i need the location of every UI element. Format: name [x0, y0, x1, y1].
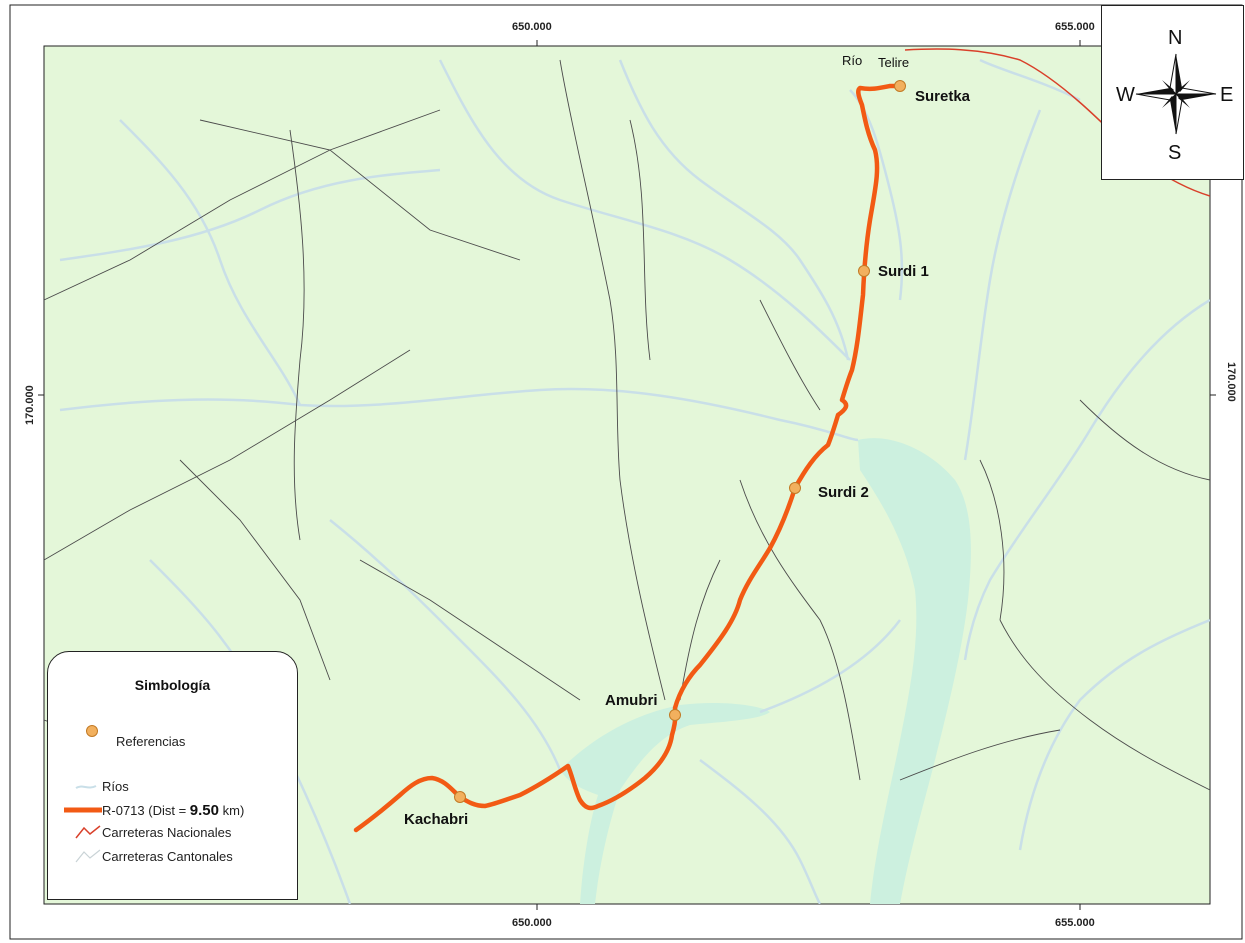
legend-panel: Simbología Referencias Ríos R-0713 (Dist…	[47, 651, 298, 900]
place-label-surdi-1: Surdi 1	[878, 263, 929, 280]
legend-title: Simbología	[134, 677, 211, 693]
river-line-icon	[62, 776, 102, 796]
legend-item-cantonales: Carreteras Cantonales	[62, 846, 233, 866]
reference-point-surdi-2[interactable]	[789, 482, 801, 494]
map-outer-border	[9, 4, 1243, 940]
compass-box: N S E W	[1101, 5, 1244, 180]
legend-item-referencias: Referencias	[62, 724, 185, 749]
route-line-icon	[62, 800, 102, 820]
compass-east: E	[1220, 84, 1233, 106]
river-area-east	[858, 438, 971, 904]
compass-south: S	[1168, 142, 1181, 164]
legend-route-suffix: km)	[219, 802, 245, 818]
place-label-amubri: Amubri	[605, 692, 658, 709]
grid-label-right-170: 170.000	[1225, 362, 1237, 402]
legend-item-nacionales: Carreteras Nacionales	[62, 822, 231, 842]
reference-point-amubri[interactable]	[669, 709, 681, 721]
legend-label-route: R-0713 (Dist = 9.50 km)	[102, 802, 244, 819]
grid-label-top-650: 650.000	[512, 21, 552, 33]
legend-label-cantonales: Carreteras Cantonales	[102, 848, 233, 864]
grid-label-bottom-655: 655.000	[1055, 917, 1095, 929]
place-label-suretka: Suretka	[915, 88, 971, 105]
reference-point-suretka[interactable]	[894, 80, 906, 92]
reference-point-kachabri[interactable]	[454, 791, 466, 803]
grid-label-top-655: 655.000	[1055, 21, 1095, 33]
river-area-amubri	[560, 702, 770, 904]
place-label-surdi-2: Surdi 2	[818, 484, 869, 501]
cantonal-road-icon	[62, 846, 102, 866]
reference-point-surdi-1[interactable]	[858, 265, 870, 277]
place-label-kachabri: Kachabri	[404, 811, 468, 828]
grid-label-left-170: 170.000	[24, 385, 36, 425]
grid-tick-marks	[38, 40, 1216, 910]
legend-route-prefix: R-0713 (Dist =	[102, 802, 190, 818]
grid-label-bottom-650: 650.000	[512, 917, 552, 929]
route-r0713	[353, 83, 903, 833]
legend-item-route: R-0713 (Dist = 9.50 km)	[62, 800, 244, 820]
legend-label-nacionales: Carreteras Nacionales	[102, 824, 232, 840]
legend-route-distance: 9.50	[189, 801, 219, 819]
legend-item-rios: Ríos	[62, 776, 129, 796]
rivers-layer	[59, 58, 1210, 904]
legend-label-rios: Ríos	[102, 778, 129, 794]
legend-label-referencias: Referencias	[116, 733, 186, 749]
river-label-telire: Telire	[878, 55, 909, 70]
reference-point-icon	[62, 724, 102, 744]
compass-north: N	[1168, 27, 1182, 49]
compass-rose-icon: N S E W	[1116, 27, 1233, 164]
national-road-icon	[62, 822, 102, 842]
river-label-rio: Río	[842, 53, 862, 68]
compass-west: W	[1116, 84, 1135, 106]
